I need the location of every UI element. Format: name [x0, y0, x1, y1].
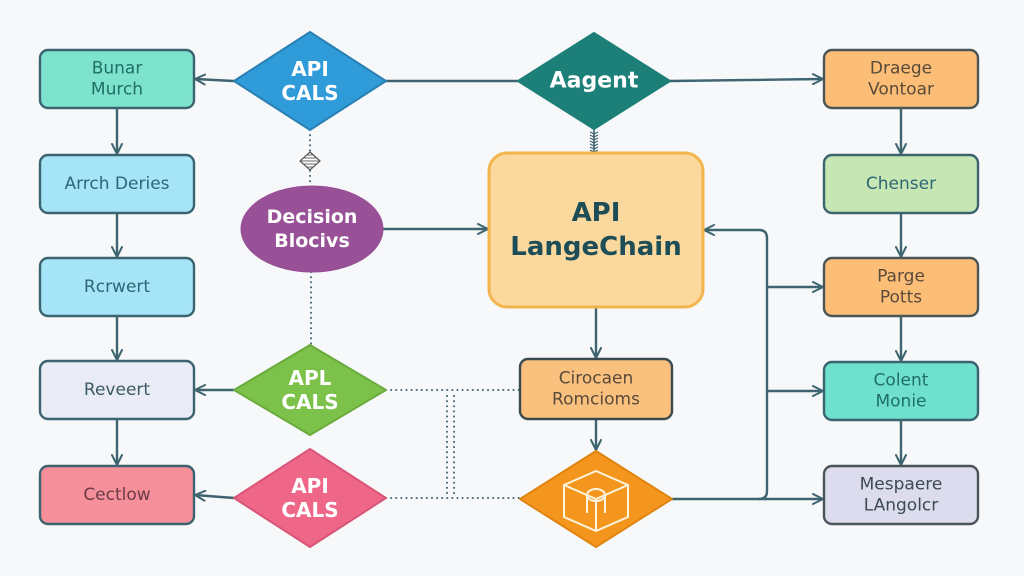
node-label: Parge [877, 267, 925, 287]
node-label: Arrch Deries [64, 174, 169, 194]
node-shape [822, 48, 980, 110]
node-label: CALS [281, 498, 338, 522]
node-arrch-deries[interactable]: Arrch Deries [38, 153, 196, 215]
node-label: Murch [91, 80, 143, 100]
node-label: Vontoar [868, 80, 934, 100]
node-shape [38, 256, 196, 318]
node-label: CALS [281, 81, 338, 105]
node-shape [822, 464, 980, 526]
edge-api-calls-blue-to-bunar-murch [194, 73, 235, 86]
node-chenser[interactable]: Chenser [822, 153, 980, 215]
node-rcrwert[interactable]: Rcrwert [38, 256, 196, 318]
node-label: Rcrwert [84, 277, 151, 297]
node-label: Decision [267, 206, 358, 228]
node-label: API [291, 474, 329, 498]
node-label: Monie [875, 392, 926, 412]
node-label: CALS [281, 390, 338, 414]
node-label: Reveert [84, 380, 150, 400]
node-label: Colent [874, 371, 929, 391]
node-shape [518, 357, 674, 421]
node-label: Draege [870, 59, 932, 79]
node-label: Bunar [92, 59, 143, 79]
node-cectlow[interactable]: Cectlow [38, 464, 196, 526]
edge-agent-to-draege-vontoar [669, 73, 824, 86]
node-shape [233, 344, 387, 436]
edge-bus-to-api-langechain [703, 224, 769, 501]
edges-layer [111, 73, 907, 505]
node-shape [233, 448, 387, 548]
node-label: Mespaere [860, 475, 943, 495]
node-label: API [291, 57, 329, 81]
node-shape [240, 185, 384, 273]
node-agent[interactable]: Aagent [517, 32, 671, 130]
node-reveert[interactable]: Reveert [38, 359, 196, 421]
edge-api-calls-pink-to-cectlow [194, 489, 235, 502]
node-cube-diamond[interactable] [519, 450, 673, 548]
node-shape [487, 151, 705, 309]
cube-icon [563, 470, 629, 532]
node-label: Aagent [550, 69, 639, 94]
node-shape [822, 256, 980, 318]
node-shape [233, 31, 387, 131]
node-label: Blocivs [274, 230, 350, 252]
node-label: Romcioms [552, 390, 640, 410]
node-label: Potts [880, 288, 922, 308]
node-shape [517, 32, 671, 130]
node-label: LangeChain [510, 232, 681, 262]
node-api-langechain[interactable]: API LangeChain [487, 151, 705, 309]
node-label: API [572, 198, 621, 228]
node-shape [822, 153, 980, 215]
node-label: LAngolcr [864, 496, 939, 516]
node-shape [38, 464, 196, 526]
node-label: Cirocaen [559, 369, 634, 389]
node-label: Cectlow [83, 485, 150, 505]
striped-diamond-marker-icon [299, 151, 321, 171]
node-label: Chenser [866, 174, 936, 194]
node-shape [38, 153, 196, 215]
node-label: APL [289, 366, 332, 390]
node-shape [38, 359, 196, 421]
node-shape [822, 360, 980, 422]
node-shape [38, 48, 196, 110]
